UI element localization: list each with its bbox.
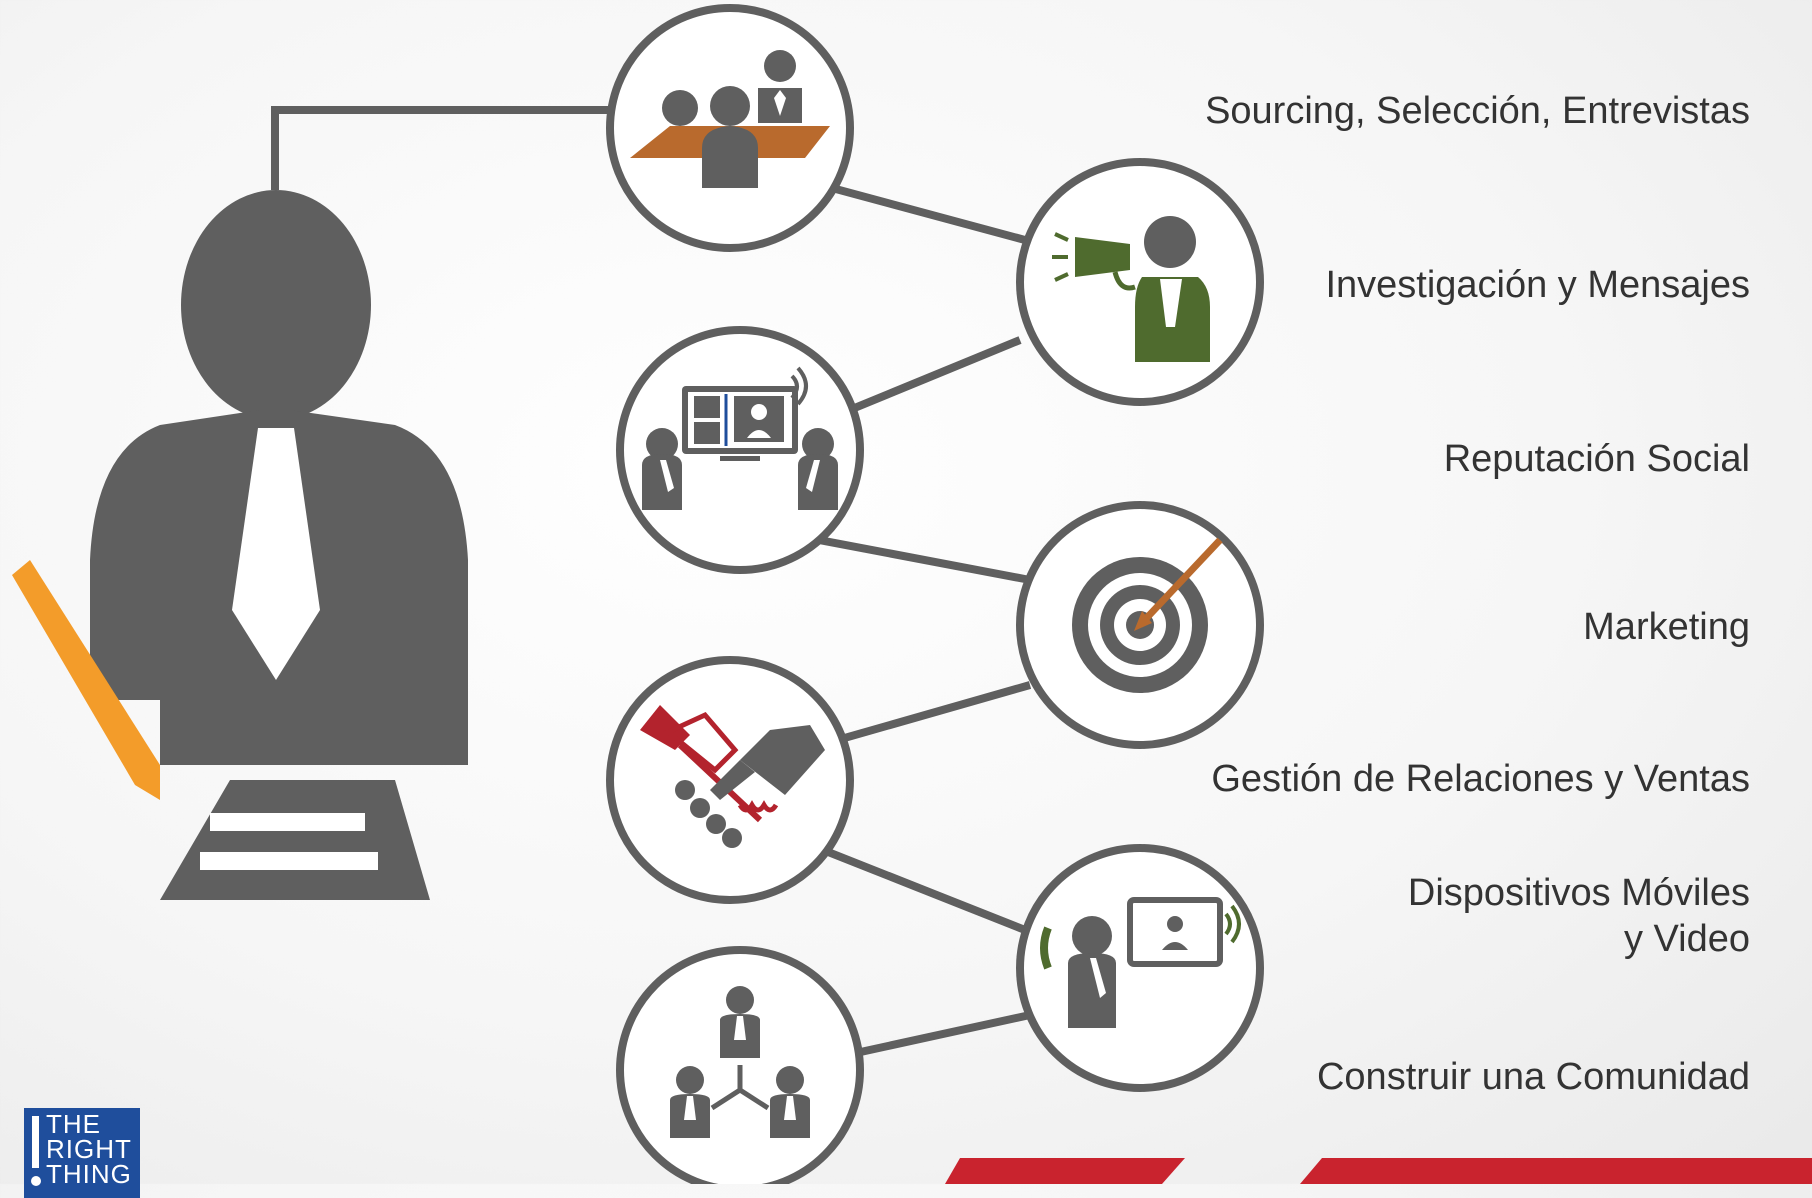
- mobile-video-call-icon: [1016, 844, 1264, 1092]
- label-relations-text: Gestión de Relaciones y Ventas: [1211, 758, 1750, 800]
- logo-line3: THING: [46, 1159, 132, 1189]
- label-mobile-line2: y Video: [1623, 918, 1750, 960]
- label-sourcing-text: Sourcing, Selección, Entrevistas: [1205, 90, 1750, 132]
- logo-line2: RIGHT: [46, 1134, 132, 1164]
- bottom-red-band: [945, 1158, 1812, 1184]
- label-relations: Gestión de Relaciones y Ventas: [1211, 756, 1750, 802]
- label-marketing-text: Marketing: [1583, 606, 1750, 648]
- label-mobile-line1: Dispositivos Móviles: [1407, 872, 1750, 914]
- the-right-thing-logo: THE RIGHT THING: [24, 1108, 140, 1198]
- label-reputation-text: Reputación Social: [1443, 438, 1750, 480]
- megaphone-person-icon: [1016, 158, 1264, 406]
- label-mobile: Dispositivos Móviles y Video: [1408, 870, 1750, 962]
- label-reputation: Reputación Social: [1444, 436, 1750, 482]
- recruiter-person-icon: [12, 106, 625, 900]
- video-conference-icon: [616, 326, 864, 574]
- meeting-table-icon: [606, 4, 854, 252]
- label-community: Construir una Comunidad: [1317, 1054, 1750, 1100]
- target-arrow-icon: [1016, 501, 1264, 749]
- label-research-text: Investigación y Mensajes: [1325, 264, 1750, 306]
- handshake-icon: [606, 656, 854, 904]
- label-research: Investigación y Mensajes: [1325, 262, 1750, 308]
- label-community-text: Construir una Comunidad: [1316, 1056, 1750, 1098]
- logo-exclamation-bar: [32, 1116, 39, 1168]
- logo-line1: THE: [46, 1109, 101, 1139]
- label-sourcing: Sourcing, Selección, Entrevistas: [1205, 88, 1750, 134]
- logo-exclamation-dot: [31, 1176, 41, 1186]
- label-marketing: Marketing: [1583, 604, 1750, 650]
- logo-text: THE RIGHT THING: [46, 1109, 132, 1189]
- pencil-icon: [12, 560, 160, 800]
- zigzag-connectors: [726, 156, 1032, 1079]
- network-people-icon: [616, 946, 864, 1184]
